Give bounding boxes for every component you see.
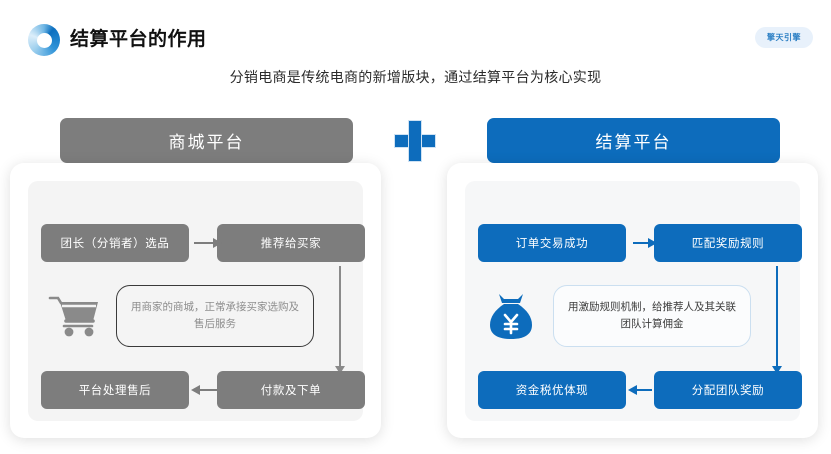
step-box-pay-order[interactable]: 付款及下单 (217, 371, 365, 409)
step-box-recommend-buyer[interactable]: 推荐给买家 (217, 224, 365, 262)
step-box-match-rules[interactable]: 匹配奖励规则 (654, 224, 802, 262)
panel-inner-mall: 团长（分销者）选品 推荐给买家 用商家的商城，正常承接买家选购及售后服务 平台处… (28, 181, 365, 421)
step-box-tax-benefit[interactable]: 资金税优体现 (478, 371, 626, 409)
money-bag-yuan-icon (483, 288, 539, 344)
panel-settlement-platform: 订单交易成功 匹配奖励规则 用激励规则机制，给推荐人及其关联团队计算佣金 (447, 163, 818, 438)
panel-header-mall: 商城平台 (60, 118, 353, 163)
step-box-order-success[interactable]: 订单交易成功 (478, 224, 626, 262)
panel-note-mall: 用商家的商城，正常承接买家选购及售后服务 (116, 285, 314, 347)
arrow-down-blue (772, 266, 782, 374)
arrow-left-bottom-gray (191, 385, 217, 395)
arrow-down-gray (335, 266, 345, 374)
panel-note-settlement: 用激励规则机制，给推荐人及其关联团队计算佣金 (553, 285, 751, 347)
brand-badge: 擎天引擎 (755, 27, 813, 48)
step-box-after-sales[interactable]: 平台处理售后 (41, 371, 189, 409)
arrow-left-bottom-blue (628, 385, 652, 395)
ring-logo-icon (28, 24, 60, 56)
subtitle: 分销电商是传统电商的新增版块，通过结算平台为核心实现 (229, 69, 602, 85)
panel-header-settlement: 结算平台 (487, 118, 780, 163)
panel-inner-settlement: 订单交易成功 匹配奖励规则 用激励规则机制，给推荐人及其关联团队计算佣金 (465, 181, 802, 421)
panel-mall-platform: 团长（分销者）选品 推荐给买家 用商家的商城，正常承接买家选购及售后服务 平台处… (10, 163, 381, 438)
arrow-right-top-blue (633, 238, 657, 248)
step-box-team-reward[interactable]: 分配团队奖励 (654, 371, 802, 409)
page-title: 结算平台的作用 (70, 29, 207, 50)
arrow-right-top-gray (194, 238, 222, 248)
step-box-tuanzhang-select[interactable]: 团长（分销者）选品 (41, 224, 189, 262)
shopping-cart-icon (46, 288, 102, 344)
plus-icon (393, 119, 437, 163)
